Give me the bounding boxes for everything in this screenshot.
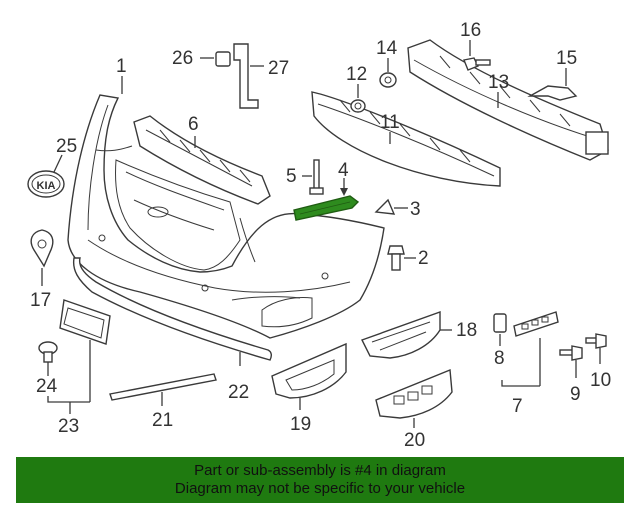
callout-9: 9	[570, 384, 581, 405]
callout-24: 24	[36, 376, 58, 397]
part-14-nut	[379, 58, 397, 88]
part-18-fog-lamp-cover	[361, 311, 452, 359]
part-9-bolt	[559, 345, 583, 378]
part-5-bolt	[302, 159, 324, 195]
banner-line-2: Diagram may not be specific to your vehi…	[174, 480, 466, 497]
emblem: KIA	[27, 154, 65, 198]
callout-15: 15	[556, 48, 577, 69]
callout-12: 12	[346, 64, 367, 85]
part-10-bolt	[585, 333, 607, 364]
lower-valance	[72, 257, 273, 366]
part-3-block	[374, 198, 408, 215]
callout-11: 11	[380, 112, 400, 133]
part-8-clip	[493, 313, 507, 346]
part-21-moulding	[109, 373, 217, 406]
callout-23: 23	[58, 416, 79, 437]
callout-22: 22	[228, 382, 249, 403]
part-27-bracket	[233, 43, 264, 109]
diagram-notice-banner: Part or sub-assembly is #4 in diagram Di…	[16, 457, 624, 503]
part-26-clip	[200, 51, 231, 67]
parts-diagram: KIA	[27, 20, 611, 451]
part-4-highlighted-bracket	[293, 178, 360, 221]
callout-5: 5	[286, 166, 297, 187]
part-2-bolt	[387, 245, 416, 271]
callout-19: 19	[290, 414, 311, 435]
callout-17: 17	[30, 290, 51, 311]
callout-21: 21	[152, 410, 173, 431]
callout-16: 16	[460, 20, 481, 41]
callout-25: 25	[56, 136, 77, 157]
callout-18: 18	[456, 320, 477, 341]
part-15-bracket	[527, 68, 578, 101]
bumper-cover	[67, 94, 385, 339]
part-19-fog-lamp-bezel	[271, 342, 347, 410]
part-24-clip	[38, 341, 58, 376]
callout-4: 4	[338, 160, 349, 181]
part-12-nut	[350, 84, 366, 113]
callout-1: 1	[116, 56, 127, 77]
banner-line-1: Part or sub-assembly is #4 in diagram	[194, 462, 446, 479]
callout-13: 13	[488, 72, 509, 93]
reinforcement-beam	[407, 39, 609, 161]
grille-bracket	[133, 115, 271, 205]
part-20-fog-lamp-grille	[375, 368, 453, 428]
part-17-clip	[30, 229, 54, 286]
part-7-reflector-assembly	[501, 311, 559, 387]
emblem-text: KIA	[37, 180, 56, 192]
callout-6: 6	[188, 114, 199, 135]
callout-10: 10	[590, 370, 611, 391]
callout-27: 27	[268, 58, 289, 79]
callout-2: 2	[418, 248, 429, 269]
callout-labels: 1 2 3 4 5 6 7 8 9 10 11 12 13 14 15 16 1…	[30, 20, 611, 451]
callout-3: 3	[410, 199, 421, 220]
callout-14: 14	[376, 38, 398, 59]
callout-26: 26	[172, 48, 193, 69]
callout-20: 20	[404, 430, 425, 451]
license-plate-bracket	[47, 299, 111, 403]
callout-8: 8	[494, 348, 505, 369]
part-16-bolt	[463, 40, 491, 71]
callout-7: 7	[512, 396, 523, 417]
